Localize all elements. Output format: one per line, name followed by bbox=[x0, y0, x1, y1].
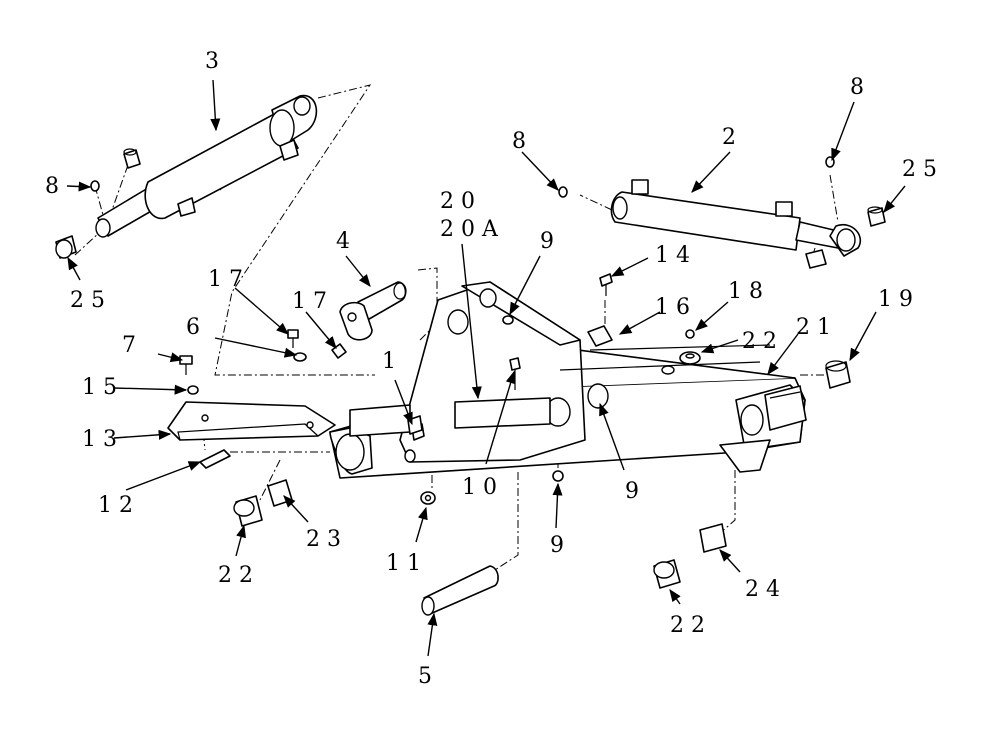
callout-22-upper-right: 1 9 bbox=[878, 287, 913, 312]
grease-fitting-8a bbox=[90, 180, 100, 192]
callout-22-lower-right: 2 2 bbox=[670, 613, 705, 638]
callout-23: 2 3 bbox=[306, 527, 341, 552]
cylinder-part-3 bbox=[95, 95, 318, 238]
callout-17-lower: 7 bbox=[122, 333, 136, 358]
washer-part-16 bbox=[293, 352, 307, 362]
bracket-part-13 bbox=[167, 401, 336, 441]
nut-part-9-top bbox=[502, 315, 514, 325]
boom-frame-part-1 bbox=[329, 281, 807, 479]
callout-2: 2 bbox=[722, 125, 736, 150]
fitting-part-19 bbox=[685, 329, 695, 339]
callout-9-mid: 9 bbox=[625, 479, 639, 504]
callout-1: 2 1 bbox=[796, 315, 831, 340]
callout-9-top: 9 bbox=[540, 229, 554, 254]
callout-22-lower-left: 2 2 bbox=[218, 563, 253, 588]
bolt-part-14 bbox=[599, 273, 613, 296]
callout-21: 2 2 bbox=[742, 329, 777, 354]
callout-24: 2 4 bbox=[745, 577, 780, 602]
nut-part-11 bbox=[420, 491, 436, 505]
callout-16: 6 bbox=[186, 315, 200, 340]
bushing-part-22-right-low bbox=[653, 559, 681, 589]
callout-20a: 2 0 A bbox=[440, 217, 499, 242]
callout-25-left: 2 5 bbox=[70, 288, 105, 313]
bushing-part-25-left bbox=[55, 235, 77, 259]
callout-14: 1 4 bbox=[655, 243, 690, 268]
callout-labels: 3 2 8 8 8 2 5 2 5 4 2 0 2 0 A 9 1 4 1 7 … bbox=[45, 49, 937, 689]
bolt-part-17-lower bbox=[179, 355, 193, 375]
bushing-lower-cyl2 bbox=[805, 249, 827, 269]
pin-part-4 bbox=[339, 281, 407, 341]
bushing-upper-left bbox=[123, 148, 141, 169]
callout-8-mid: 8 bbox=[512, 129, 526, 154]
callout-5: 5 bbox=[418, 664, 432, 689]
bracket-part-18 bbox=[587, 325, 613, 347]
callout-17-upper: 1 7 bbox=[208, 267, 243, 292]
sleeve-part-24 bbox=[699, 523, 727, 553]
leader-lines bbox=[66, 79, 906, 657]
callout-7: 1 bbox=[382, 349, 396, 374]
callout-8-right: 8 bbox=[850, 75, 864, 100]
callout-10: 1 0 bbox=[462, 475, 497, 500]
sleeve-part-23 bbox=[267, 479, 293, 507]
grease-fitting-8b bbox=[558, 186, 568, 198]
washer-part-15 bbox=[187, 385, 199, 395]
callout-8-left: 8 bbox=[45, 174, 59, 199]
bolt-part-17-upper bbox=[287, 329, 299, 348]
callout-13: 1 3 bbox=[82, 427, 117, 452]
clip-part-12 bbox=[199, 449, 231, 469]
cylinder-part-2 bbox=[610, 179, 861, 257]
callout-9-low: 9 bbox=[550, 533, 564, 558]
pin-part-5 bbox=[421, 565, 499, 616]
callout-3: 3 bbox=[205, 49, 219, 74]
bushing-part-25-right bbox=[867, 206, 886, 227]
callout-4: 4 bbox=[336, 229, 350, 254]
callout-15: 1 5 bbox=[82, 375, 117, 400]
callout-20: 2 0 bbox=[440, 189, 475, 214]
washer-part-21 bbox=[679, 351, 701, 365]
bushing-part-22-right bbox=[825, 360, 851, 389]
callout-25-right: 2 5 bbox=[902, 157, 937, 182]
nut-part-9-low bbox=[552, 470, 564, 482]
callout-19: 1 8 bbox=[728, 279, 763, 304]
bushing-part-22-left bbox=[233, 495, 263, 527]
callout-6: 1 7 bbox=[292, 289, 327, 314]
callout-12: 1 2 bbox=[98, 493, 133, 518]
callout-11: 1 1 bbox=[386, 551, 421, 576]
callout-18: 1 6 bbox=[655, 295, 690, 320]
